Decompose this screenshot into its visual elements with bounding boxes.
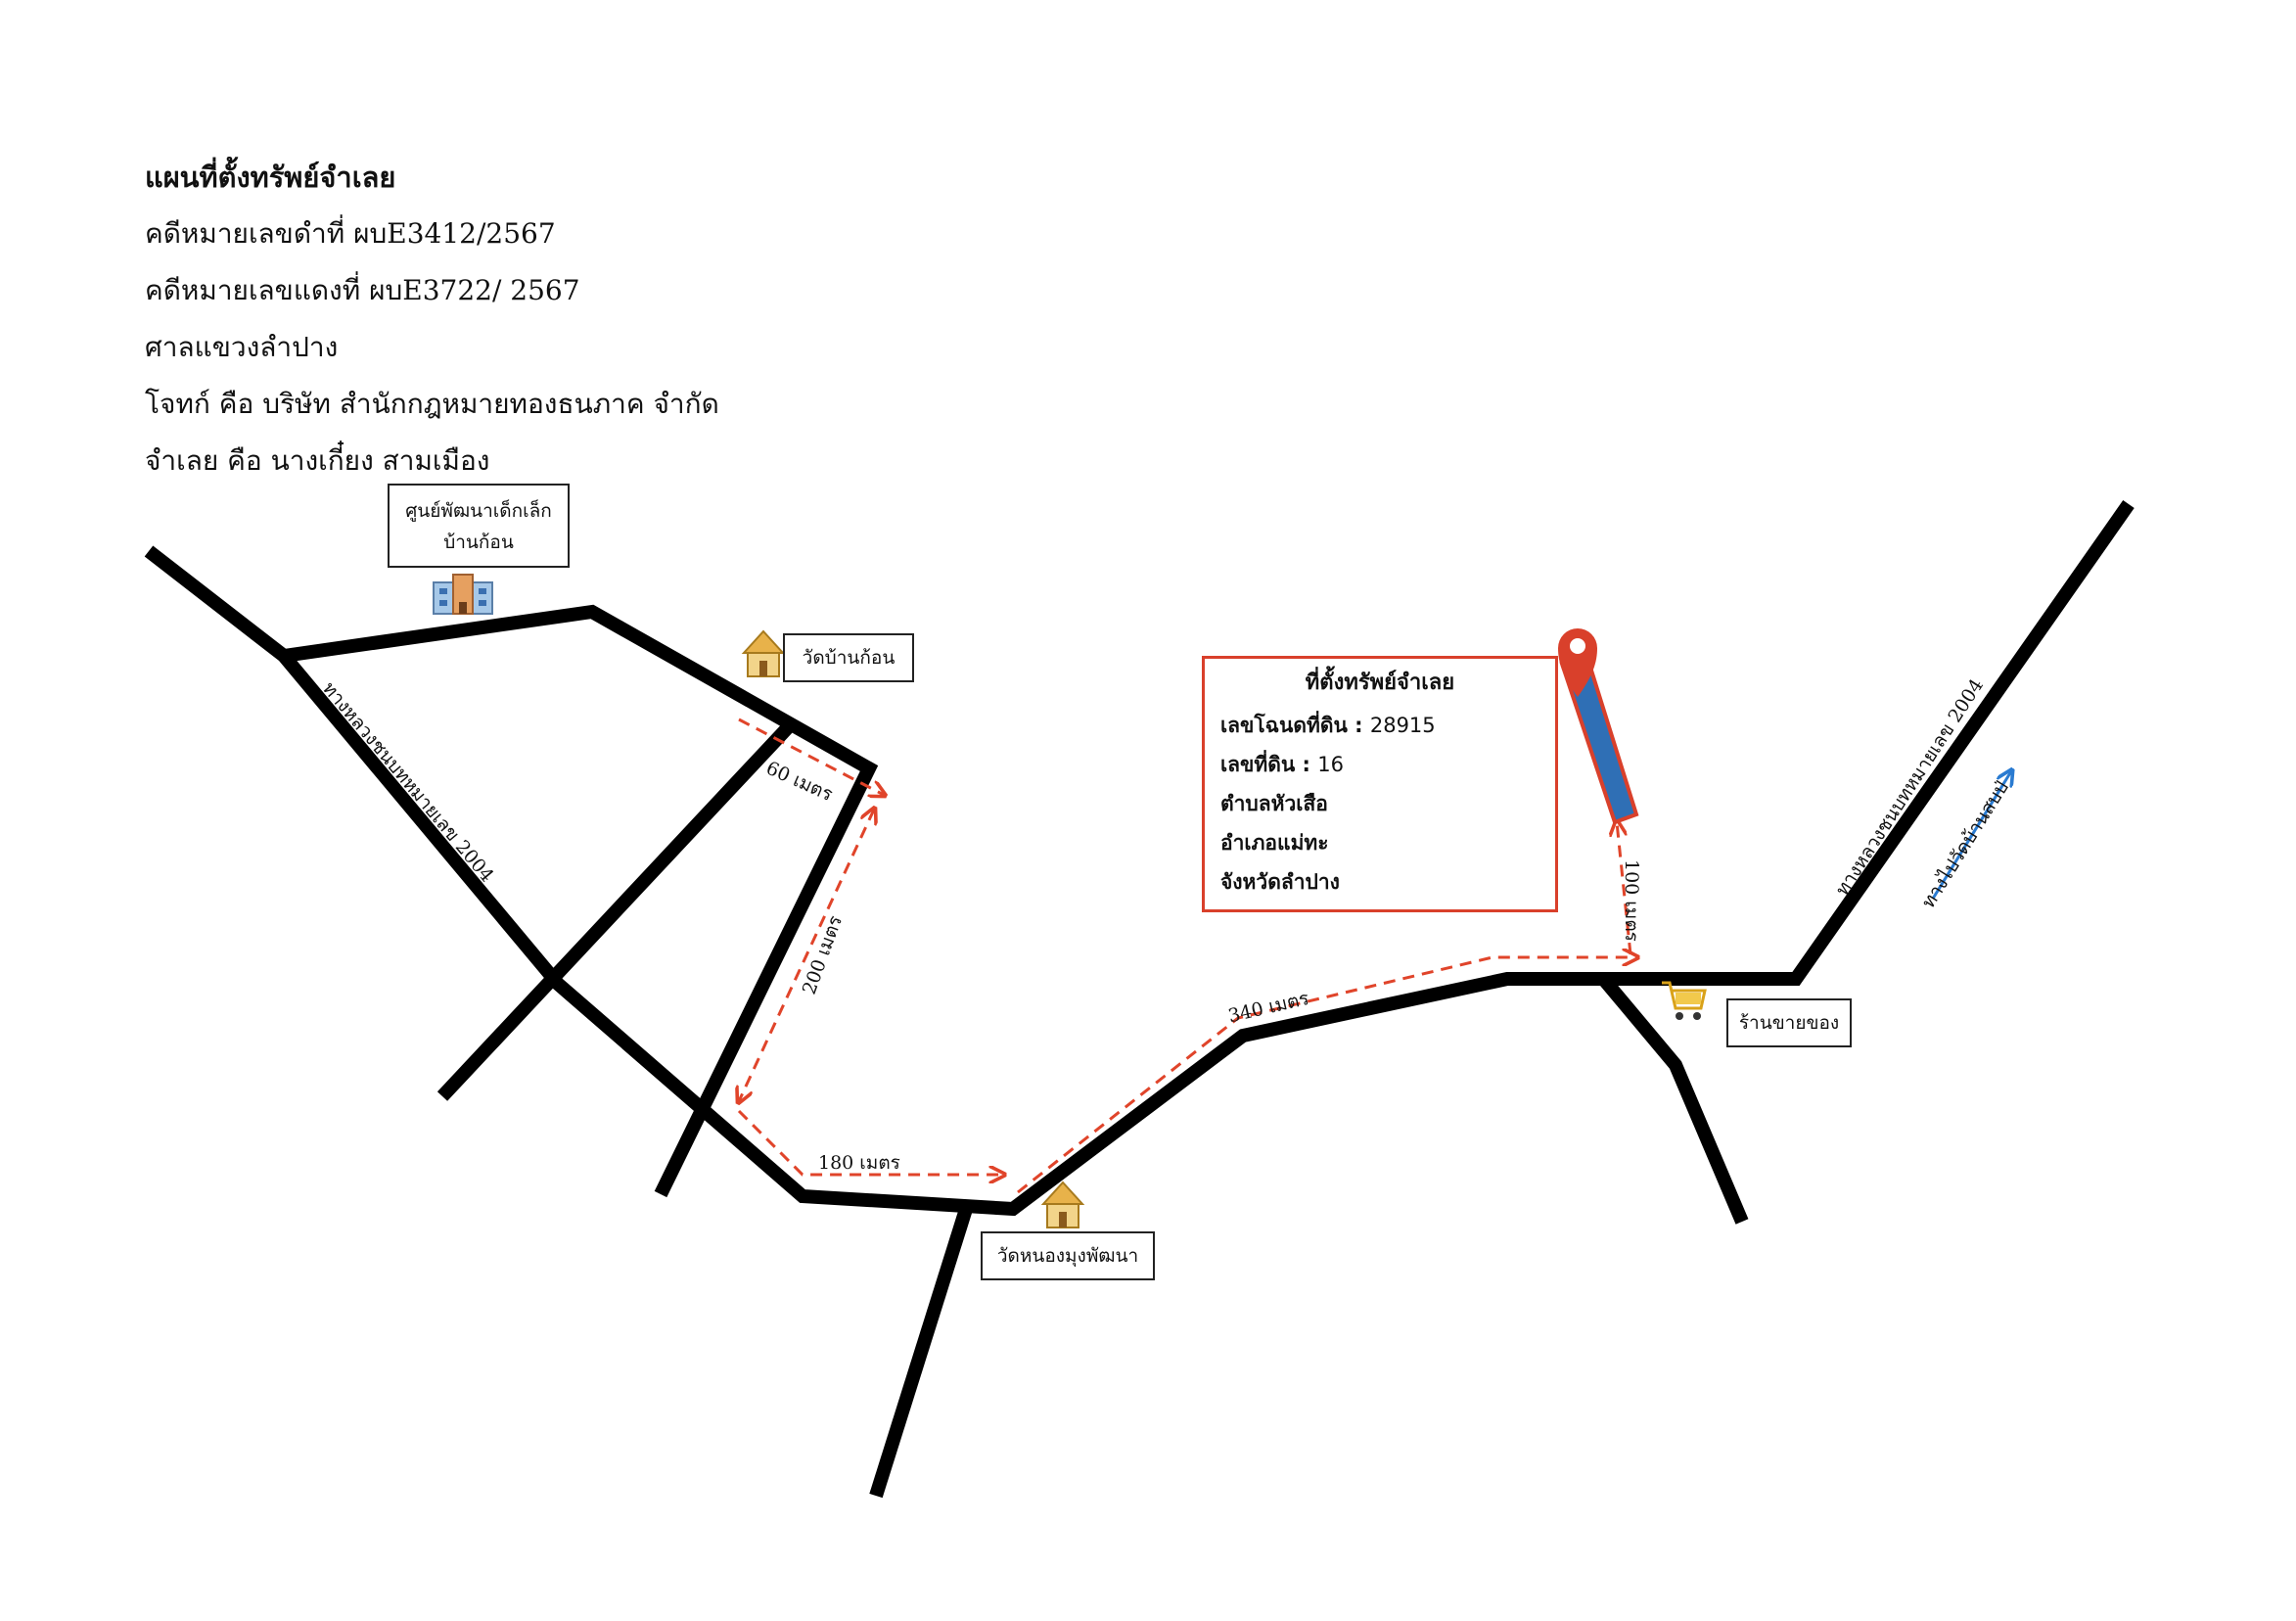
childcare-name-line1: ศูนย์พัฒนาเด็กเล็ก — [405, 500, 552, 522]
temple-south-label: วัดหนองมุงพัฒนา — [981, 1231, 1155, 1280]
property-title: ที่ตั้งทรัพย์จำเลย — [1305, 671, 1455, 695]
school-building-icon — [433, 574, 493, 615]
land-number-row: เลขที่ดิน : 16 — [1220, 745, 1555, 784]
road-north-loop — [283, 604, 879, 1198]
direction-arrow — [1931, 771, 2011, 900]
temple-icon — [1040, 1181, 1085, 1228]
red-case-number: คดีหมายเลขแดงที่ ผบE3722/ 2567 — [145, 274, 580, 306]
route-segment-60m — [738, 718, 884, 795]
deed-number-label: เลขโฉนดที่ดิน : — [1220, 714, 1363, 737]
roads — [144, 499, 2135, 1499]
map-header: แผนที่ตั้งทรัพย์จำเลย คดีหมายเลขดำที่ ผบ… — [145, 149, 719, 489]
childcare-center-label: ศูนย์พัฒนาเด็กเล็ก บ้านก้อน — [388, 484, 570, 568]
deed-number-value: 28915 — [1369, 714, 1436, 737]
distance-label-180m: 180 เมตร — [818, 1152, 900, 1174]
route-segment-100m — [1617, 822, 1632, 955]
route-segment-200m — [739, 810, 874, 1101]
shop-label: ร้านขายของ — [1726, 998, 1852, 1047]
defendant: จำเลย คือ นางเกี๋ยง สามเมือง — [145, 444, 490, 477]
road-highway-2004-main — [144, 499, 2135, 1217]
land-number-label: เลขที่ดิน : — [1220, 753, 1310, 776]
location-pin-icon — [1558, 628, 1597, 697]
subdistrict: ตำบลหัวเสือ — [1220, 792, 1328, 815]
province: จังหวัดลำปาง — [1220, 870, 1340, 894]
childcare-name-line2: บ้านก้อน — [443, 532, 514, 553]
property-info-box: ที่ตั้งทรัพย์จำเลย เลขโฉนดที่ดิน : 28915… — [1202, 656, 1558, 912]
temple-icon — [741, 629, 786, 677]
road-south-branch — [869, 1203, 974, 1499]
route-segment-180m — [737, 1109, 1003, 1175]
road-diagonal-west — [436, 719, 797, 1101]
temple-north-label: วัดบ้านก้อน — [783, 633, 914, 682]
route-segment-340m — [1017, 957, 1636, 1194]
deed-number-row: เลขโฉนดที่ดิน : 28915 — [1220, 706, 1555, 745]
court-name: ศาลแขวงลำปาง — [145, 331, 339, 363]
distance-label-100m: 100 เมตร — [1621, 859, 1642, 942]
plaintiff: โจทก์ คือ บริษัท สำนักกฎหมายทองธนภาค จำก… — [145, 388, 719, 420]
district: อำเภอแม่ทะ — [1220, 831, 1329, 855]
map-title: แผนที่ตั้งทรัพย์จำเลย — [145, 161, 396, 194]
road-shop-branch — [1599, 976, 1749, 1225]
black-case-number: คดีหมายเลขดำที่ ผบE3412/2567 — [145, 217, 556, 250]
shopping-cart-icon — [1662, 981, 1707, 1020]
land-number-value: 16 — [1317, 753, 1344, 776]
route-path — [737, 718, 1636, 1194]
